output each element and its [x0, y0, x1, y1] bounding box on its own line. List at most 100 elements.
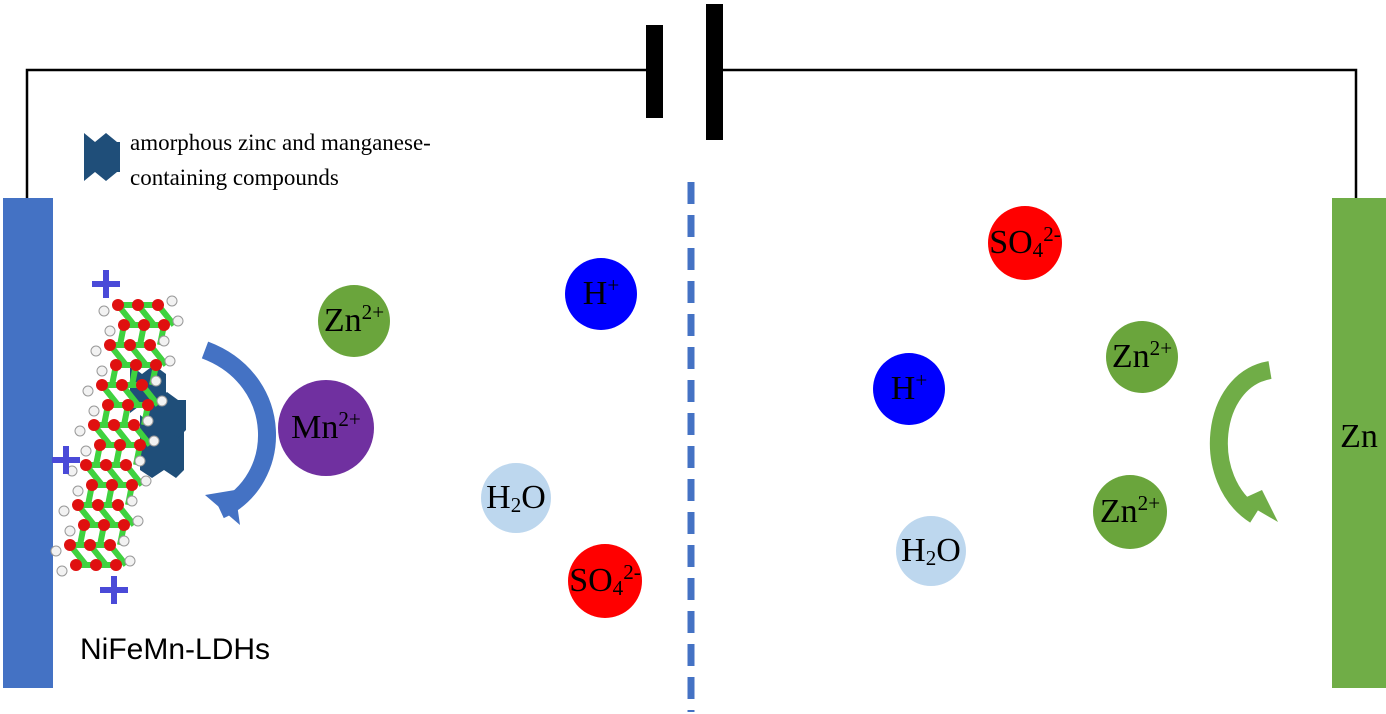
- ldh-crystal-structure-icon: [50, 270, 184, 604]
- lattice-atom: [104, 339, 116, 351]
- ion-symbol: Mn: [291, 409, 339, 446]
- lattice-hydrogen: [156, 395, 168, 407]
- lattice-hydrogen: [90, 345, 102, 357]
- lattice-atom: [92, 499, 104, 511]
- lattice-hydrogen: [96, 365, 108, 377]
- lattice-hydrogen: [142, 415, 154, 427]
- lattice-atom: [142, 399, 154, 411]
- lattice-hydrogen: [166, 295, 178, 307]
- lattice-hydrogen: [158, 335, 170, 347]
- lattice-atom: [124, 339, 136, 351]
- legend-text-line-1: amorphous zinc and manganese-: [130, 130, 431, 155]
- lattice-hydrogen: [140, 475, 152, 487]
- lattice-atom: [100, 459, 112, 471]
- lattice-atom: [112, 499, 124, 511]
- ion-symbol: SO: [569, 562, 613, 599]
- ion-symbol: Zn: [323, 302, 362, 339]
- h-ion-right: H+: [873, 353, 945, 425]
- battery-symbol-icon: [646, 4, 723, 140]
- lattice-hydrogen: [58, 505, 70, 517]
- lattice-atom: [106, 479, 118, 491]
- lattice-atom: [110, 559, 122, 571]
- lattice-atom: [86, 479, 98, 491]
- ion-symbol: H: [901, 532, 926, 569]
- lattice-atom: [104, 539, 116, 551]
- lattice-atom: [88, 419, 100, 431]
- h-ion: H+: [565, 258, 637, 330]
- lattice-atom: [96, 379, 108, 391]
- lattice-atom: [122, 399, 134, 411]
- lattice-atom: [80, 459, 92, 471]
- ion-symbol: H: [582, 275, 608, 312]
- lattice-atom: [116, 379, 128, 391]
- lattice-atom: [98, 519, 110, 531]
- circuit-wire-right: [722, 68, 1358, 198]
- ion-symbol: Zn: [1099, 493, 1138, 530]
- lattice-hydrogen: [172, 315, 184, 327]
- lattice-atom: [144, 339, 156, 351]
- lattice-hydrogen: [98, 305, 110, 317]
- lattice-atom: [138, 319, 150, 331]
- lattice-hydrogen: [82, 385, 94, 397]
- lattice-atom: [90, 559, 102, 571]
- lattice-hydrogen: [150, 375, 162, 387]
- lattice-atom: [130, 359, 142, 371]
- lattice-atom: [114, 439, 126, 451]
- lattice-hydrogen: [50, 545, 62, 557]
- cathode-label: NiFeMn-LDHs: [80, 633, 271, 666]
- lattice-atom: [118, 319, 130, 331]
- ion-symbol: O: [936, 532, 961, 569]
- lattice-atom: [158, 319, 170, 331]
- anode-label: Zn: [1340, 418, 1378, 455]
- lattice-atom: [78, 519, 90, 531]
- lattice-atom: [152, 299, 164, 311]
- interlayer-anion: [52, 446, 80, 474]
- lattice-atom: [84, 539, 96, 551]
- lattice-atom: [108, 419, 120, 431]
- lattice-atom: [102, 399, 114, 411]
- lattice-hydrogen: [56, 565, 68, 577]
- ion-symbol: H: [890, 370, 916, 407]
- lattice-atom: [150, 359, 162, 371]
- lattice-hydrogen: [124, 555, 136, 567]
- lattice-hydrogen: [132, 515, 144, 527]
- lattice-hydrogen: [80, 445, 92, 457]
- lattice-atom: [128, 419, 140, 431]
- lattice-hydrogen: [126, 495, 138, 507]
- lattice-hydrogen: [148, 435, 160, 447]
- curved-arrow-left-icon: [201, 341, 277, 525]
- lattice-hydrogen: [74, 425, 86, 437]
- anode-electrode: [1332, 198, 1386, 688]
- lattice-atom: [132, 299, 144, 311]
- lattice-hydrogen: [64, 525, 76, 537]
- lattice-hydrogen: [72, 485, 84, 497]
- lattice-hydrogen: [134, 455, 146, 467]
- lattice-atom: [118, 519, 130, 531]
- lattice-atom: [112, 299, 124, 311]
- amorphous-compound-icon: [84, 133, 120, 181]
- ion-symbol: H: [486, 479, 511, 516]
- lattice-atom: [110, 359, 122, 371]
- circuit-wire: [25, 68, 648, 198]
- lattice-atom: [120, 459, 132, 471]
- cathode-electrode: [3, 198, 53, 688]
- lattice-atom: [126, 479, 138, 491]
- ion-symbol: O: [521, 479, 546, 516]
- curved-arrow-right-icon: [1209, 361, 1278, 523]
- lattice-atom: [64, 539, 76, 551]
- lattice-hydrogen: [118, 535, 130, 547]
- ion-symbol: Zn: [1111, 338, 1150, 375]
- ion-symbol: SO: [989, 224, 1033, 261]
- lattice-hydrogen: [88, 405, 100, 417]
- lattice-atom: [136, 379, 148, 391]
